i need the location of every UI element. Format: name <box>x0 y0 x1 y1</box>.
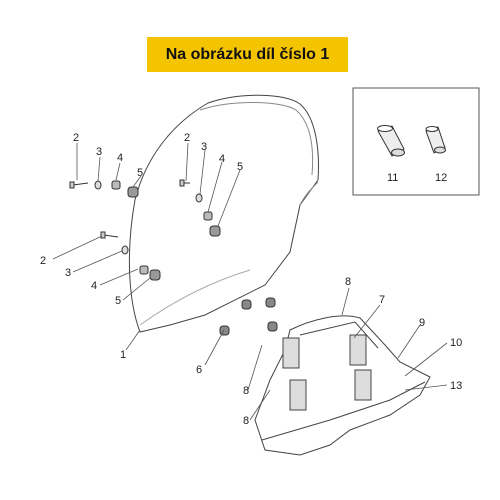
inset-box <box>352 87 480 196</box>
callout-4-left: 4 <box>91 280 97 292</box>
callout-leaders <box>52 142 448 421</box>
spacer-part-12 <box>425 126 446 154</box>
callout-10: 10 <box>450 337 462 349</box>
callout-8-top: 8 <box>345 276 351 288</box>
mounting-bracket <box>254 315 431 456</box>
callout-5-top-left: 5 <box>137 167 143 179</box>
spacer-part-11 <box>377 125 405 157</box>
callout-4-middle: 4 <box>219 153 225 165</box>
callout-12: 12 <box>435 172 447 184</box>
callout-4-top-left: 4 <box>117 152 123 164</box>
callout-3-middle: 3 <box>201 141 207 153</box>
callout-8-bottom: 8 <box>243 415 249 427</box>
windshield-part-1 <box>128 94 319 333</box>
callout-13: 13 <box>450 380 462 392</box>
callout-5-middle: 5 <box>237 161 243 173</box>
callout-5-left: 5 <box>115 295 121 307</box>
part-number-banner: Na obrázku díl číslo 1 <box>147 37 348 72</box>
banner-text: Na obrázku díl číslo 1 <box>165 45 330 63</box>
callout-11: 11 <box>387 172 398 184</box>
callout-2-middle: 2 <box>184 132 190 144</box>
callout-3-top-left: 3 <box>96 146 102 158</box>
callout-7: 7 <box>379 294 385 306</box>
callout-3-left: 3 <box>65 267 71 279</box>
callout-9: 9 <box>419 317 425 329</box>
callout-1: 1 <box>120 349 126 361</box>
middle-fastener-set <box>179 179 221 237</box>
callout-8-middle: 8 <box>243 385 249 397</box>
callout-6: 6 <box>196 364 202 376</box>
left-fastener-set <box>69 180 161 281</box>
callout-2-left: 2 <box>40 255 46 267</box>
callout-2-top-left: 2 <box>73 132 79 144</box>
callout-labels: 2 3 4 5 2 3 4 5 1 2 3 4 5 6 8 7 9 10 13 … <box>40 132 462 427</box>
